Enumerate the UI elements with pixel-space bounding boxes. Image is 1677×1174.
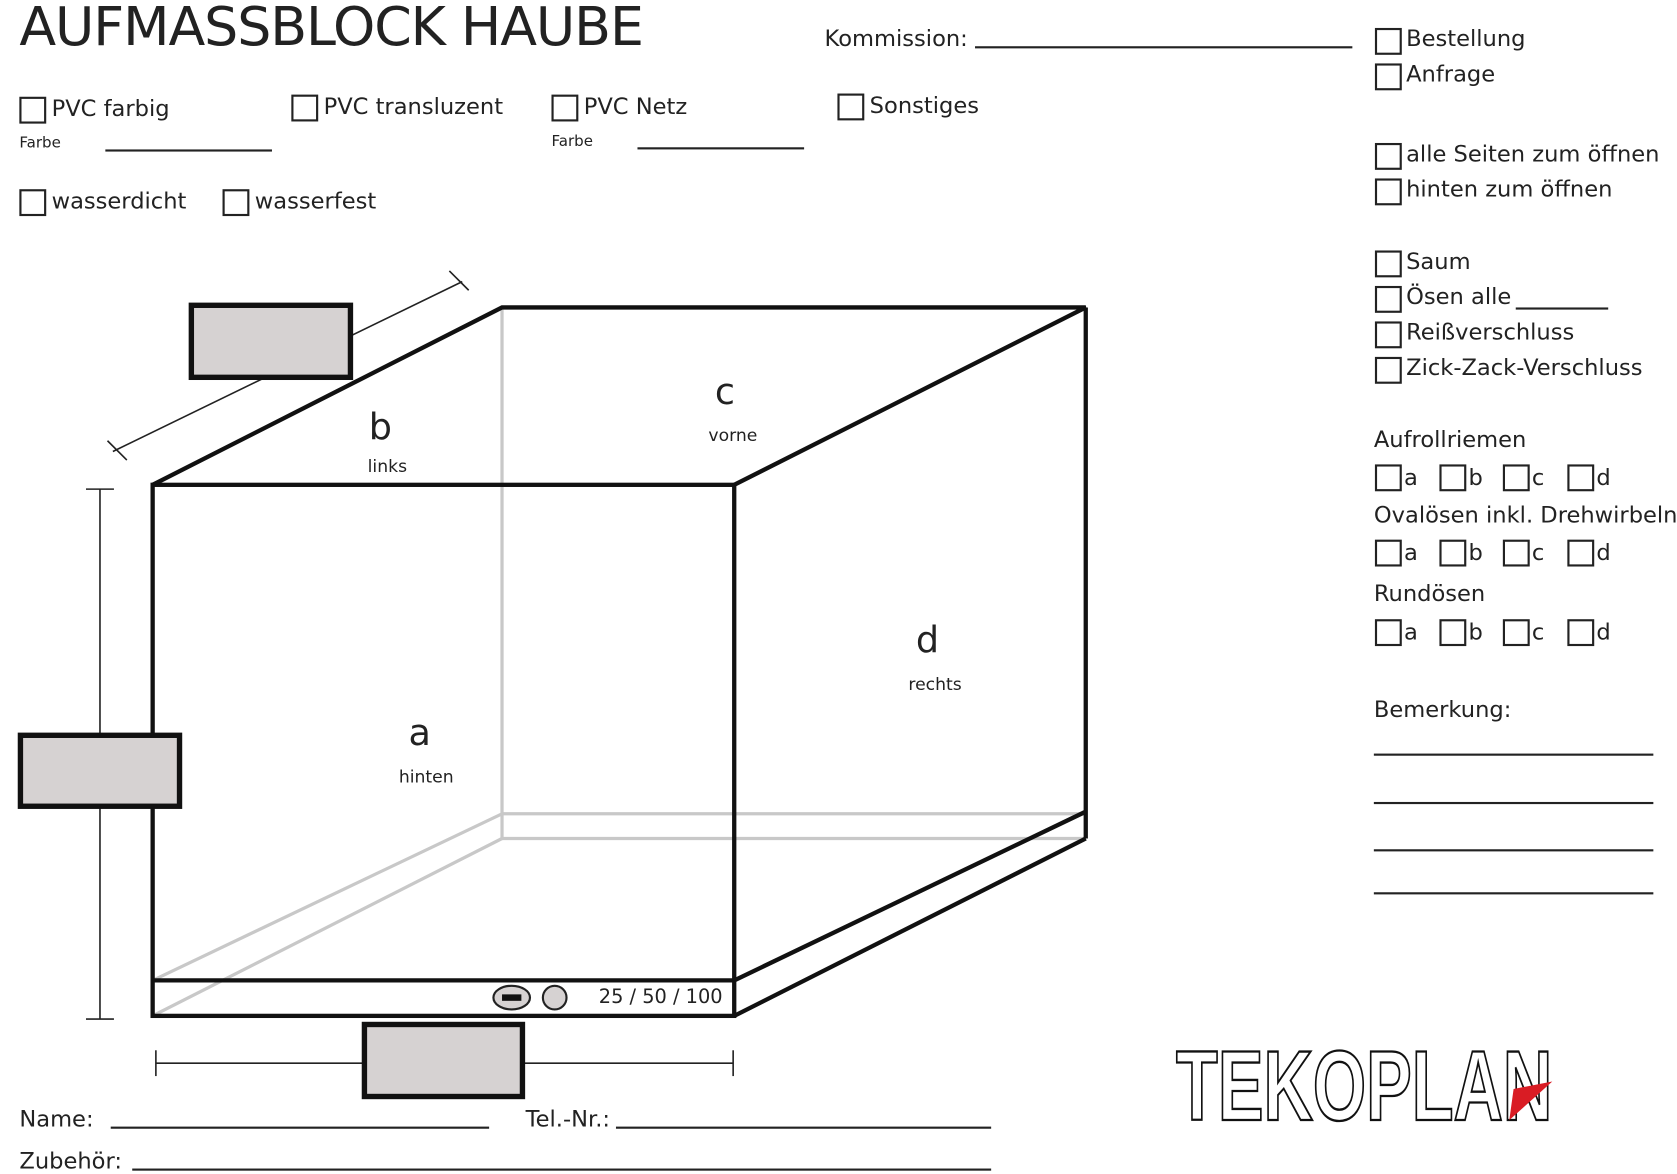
rundoesen-b-checkbox[interactable] [1439,619,1467,647]
zickzack-label: Zick-Zack-Verschluss [1406,354,1643,381]
hidden-edges [151,307,1086,1018]
wasserfest-label: wasserfest [254,188,377,214]
face-b-letter: b [368,406,392,450]
hinten-oeffnen-checkbox[interactable] [1374,178,1402,206]
pvc-farbig-label: PVC farbig [51,95,170,122]
dimension-box-depth [188,302,354,381]
bemerkung-line[interactable] [1373,753,1654,756]
rundoesen-a-checkbox[interactable] [1374,619,1402,647]
farbe-field[interactable] [105,149,272,152]
side-label: c [1531,619,1545,645]
wasserfest-checkbox[interactable] [222,189,250,217]
oesen-field[interactable] [1515,307,1609,310]
bemerkung-line[interactable] [1373,892,1654,895]
face-a-letter: a [408,711,431,755]
face-c-letter: c [714,370,735,414]
side-label: d [1596,539,1611,566]
side-label: c [1531,539,1545,566]
face-b-word: links [367,455,408,477]
aufrollriemen-b-checkbox[interactable] [1439,464,1467,492]
saum-checkbox[interactable] [1374,250,1402,278]
name-label: Name: [19,1106,94,1132]
side-label: a [1403,539,1418,566]
bemerkung-line[interactable] [1373,801,1654,805]
ovaloesen-a-checkbox[interactable] [1374,539,1402,567]
hinten-oeffnen-label: hinten zum öffnen [1406,176,1613,203]
pvc-netz-checkbox[interactable] [551,94,579,122]
sonstiges-checkbox[interactable] [837,93,865,121]
side-label: d [1596,464,1611,491]
ovaloesen-d-checkbox[interactable] [1567,539,1595,567]
pvc-transluzent-label: PVC transluzent [323,93,504,120]
name-field[interactable] [110,1126,490,1129]
kommission-field[interactable] [975,46,1353,49]
oval-eyelet-icon [492,984,532,1011]
alle-seiten-label: alle Seiten zum öffnen [1406,140,1660,167]
bestellung-checkbox[interactable] [1374,27,1402,55]
netz-farbe-label: Farbe [551,133,593,151]
face-d-word: rechts [908,674,962,695]
sonstiges-label: Sonstiges [869,92,980,119]
bemerkung-line[interactable] [1373,849,1654,852]
anfrage-label: Anfrage [1406,61,1496,88]
wasserdicht-label: wasserdicht [51,188,187,214]
rundoesen-c-checkbox[interactable] [1502,619,1530,647]
anfrage-checkbox[interactable] [1374,63,1402,91]
side-label: b [1468,464,1483,491]
alle-seiten-checkbox[interactable] [1374,142,1402,170]
pvc-farbig-checkbox[interactable] [19,96,47,124]
farbe-label: Farbe [19,134,61,152]
pvc-netz-label: PVC Netz [583,93,688,120]
tel-label: Tel.-Nr.: [525,1106,610,1132]
aufrollriemen-label: Aufrollriemen [1373,426,1527,453]
round-eyelet-icon [541,984,568,1011]
tekoplan-logo: TEKOPLAN [1174,1029,1561,1142]
dimension-box-width [361,1021,526,1100]
tel-field[interactable] [615,1126,992,1129]
face-d-letter: d [915,619,940,663]
side-label: a [1403,464,1418,491]
oesen-checkbox[interactable] [1374,285,1402,313]
ovaloesen-c-checkbox[interactable] [1502,539,1530,567]
box-edges [150,305,1088,1019]
side-label: d [1596,619,1611,645]
zubehoer-label: Zubehör: [19,1148,122,1174]
aufrollriemen-c-checkbox[interactable] [1502,464,1530,492]
side-label: a [1403,619,1418,645]
dimension-lines [86,270,734,1077]
zubehoer-field[interactable] [132,1168,992,1171]
oesen-label: Ösen alle [1406,283,1512,310]
aufrollriemen-a-checkbox[interactable] [1374,464,1402,492]
side-label: b [1468,619,1483,645]
face-c-word: vorne [708,424,758,446]
zickzack-checkbox[interactable] [1374,356,1402,384]
netz-farbe-field[interactable] [637,147,805,150]
rundoesen-d-checkbox[interactable] [1567,619,1595,647]
svg-text:TEKOPLAN: TEKOPLAN [1176,1030,1552,1129]
bestellung-label: Bestellung [1406,25,1526,52]
side-label: b [1468,539,1483,566]
eyelet-spacing-text: 25 / 50 / 100 [598,985,723,1009]
ovaloesen-label: Ovalösen inkl. Drehwirbeln [1373,502,1677,528]
bemerkung-label: Bemerkung: [1373,696,1512,723]
rundoesen-label: Rundösen [1373,580,1486,607]
dimension-box-height [17,732,183,809]
wasserdicht-checkbox[interactable] [19,189,47,217]
aufrollriemen-d-checkbox[interactable] [1567,464,1595,492]
kommission-label: Kommission: [824,25,968,52]
side-label: c [1531,464,1545,491]
pvc-transluzent-checkbox[interactable] [291,94,319,122]
ovaloesen-b-checkbox[interactable] [1439,539,1467,567]
page-title: AUFMASSBLOCK HAUBE [19,0,644,59]
reissverschluss-label: Reißverschluss [1406,319,1575,346]
reissverschluss-checkbox[interactable] [1374,321,1402,349]
saum-label: Saum [1406,248,1471,275]
face-a-word: hinten [398,766,454,787]
